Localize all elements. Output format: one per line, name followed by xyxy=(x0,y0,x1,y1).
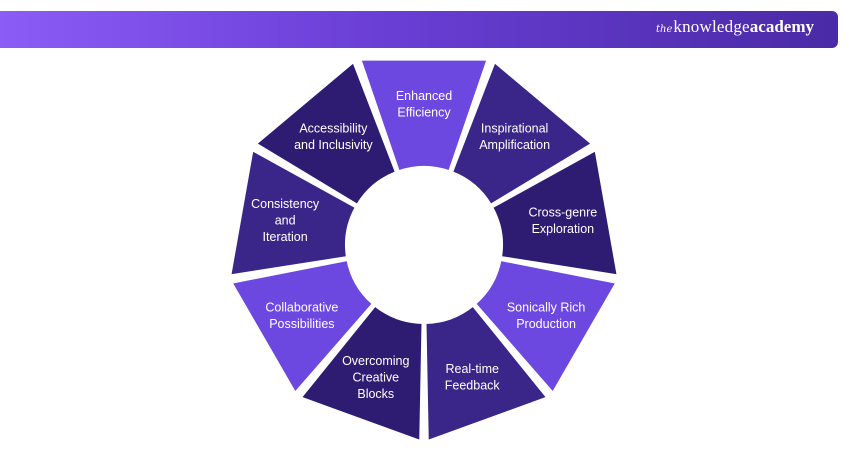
segment-label-line: and Inclusivity xyxy=(294,138,373,152)
segment-label-line: Accessibility xyxy=(299,122,368,136)
segment-label-line: Amplification xyxy=(479,138,550,152)
segment-label: Accessibility and Inclusivity xyxy=(294,122,373,153)
segment-label-line: Sonically Rich xyxy=(507,300,586,314)
wheel-segment xyxy=(359,58,489,173)
segment-label-line: Exploration xyxy=(532,222,595,236)
segment-label-line: Blocks xyxy=(357,387,394,401)
segment-label-line: Enhanced xyxy=(396,89,452,103)
brand-the: the xyxy=(655,24,673,35)
brand-academy: academy xyxy=(749,17,814,36)
segment-label-line: Possibilities xyxy=(269,317,334,331)
segment-label-line: Real-time xyxy=(445,362,499,376)
segment-label-line: Cross-genre xyxy=(528,205,597,219)
wheel-center xyxy=(346,167,502,323)
segment-label-line: Efficiency xyxy=(397,105,451,119)
segment-label-line: Collaborative xyxy=(265,300,338,314)
segment-label-line: Iteration xyxy=(263,230,308,244)
brand-knowledge: knowledge xyxy=(673,17,750,36)
brand-logo: the knowledge academy xyxy=(656,17,814,41)
segment-label-line: Overcoming xyxy=(342,354,409,368)
segment-label-line: Feedback xyxy=(445,379,501,393)
header-bar: the knowledge academy xyxy=(0,11,838,48)
segment-label-line: Consistency xyxy=(251,197,320,211)
segment-label-line: Inspirational xyxy=(481,122,548,136)
segment-label-line: Creative xyxy=(353,370,400,384)
segment-label-line: and xyxy=(275,214,296,228)
segment-label-line: Production xyxy=(516,317,576,331)
